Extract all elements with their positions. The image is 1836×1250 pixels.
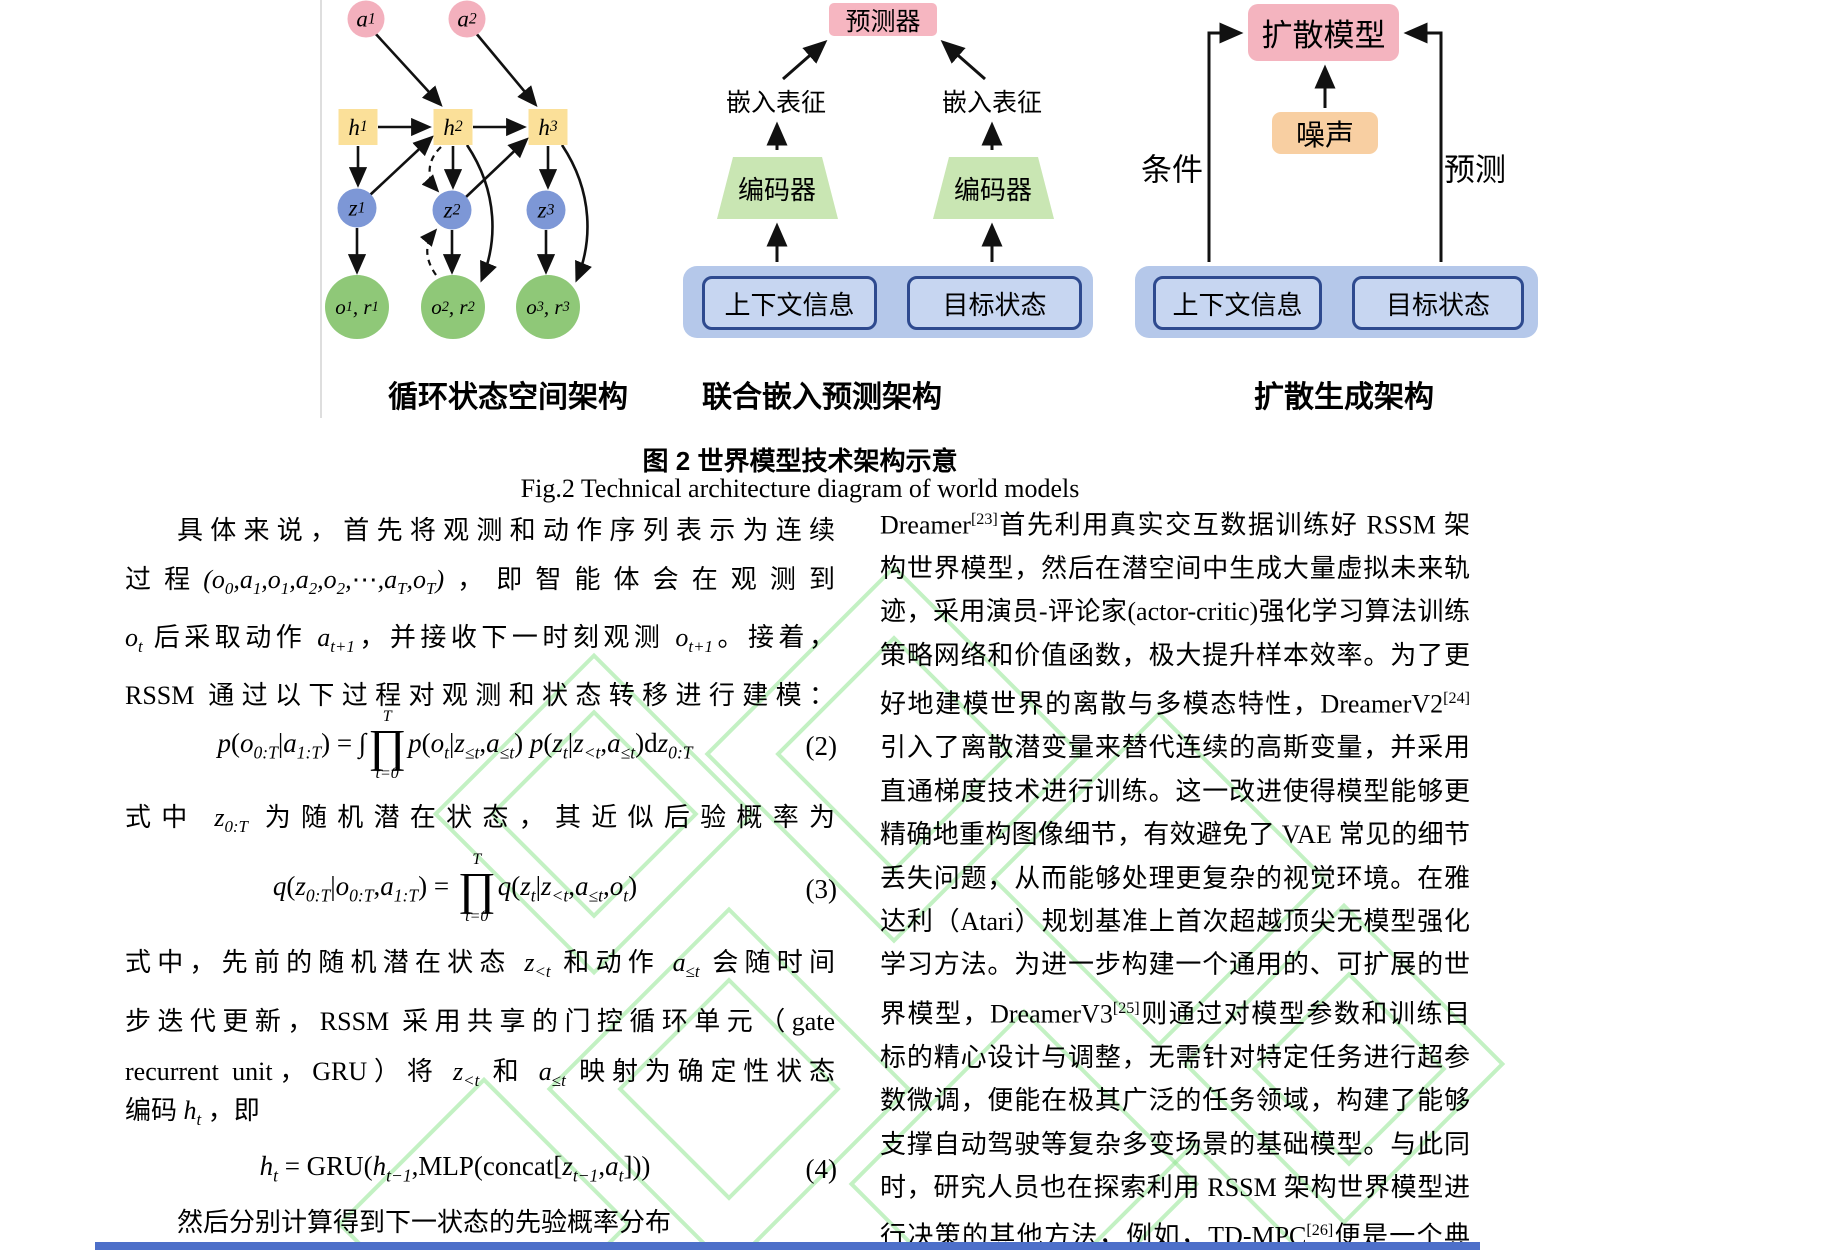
text-line: 编码 ht ，即 xyxy=(125,1096,260,1130)
text-line: Dreamer[23]首先利用真实交互数据训练好 RSSM 架 xyxy=(880,510,1470,540)
equation-4-number: (4) xyxy=(805,1153,837,1184)
text-line: ot 后采取动作 at+1，并接收下一时刻观测 ot+1。接着， xyxy=(125,623,835,657)
text-line: 式中，先前的随机潜在状态 z<t 和动作 a≤t 会随时间 xyxy=(125,948,835,982)
diffusion-context-box: 上下文信息 xyxy=(1153,276,1322,330)
jepa-predictor-box: 预测器 xyxy=(829,3,937,36)
text-line: 丢失问题，从而能够处理更复杂的视觉环境。在雅 xyxy=(880,863,1470,893)
text-line: 步迭代更新，RSSM 采用共享的门控循环单元（gate xyxy=(125,1007,835,1037)
text-line: 过程(o0,a1,o1,a2,o2,⋯,aT,oT)，即智能体会在观测到 xyxy=(125,565,835,599)
rssm-caption: 循环状态空间架构 xyxy=(388,381,628,414)
rssm-dashed-arrows xyxy=(419,146,442,276)
jepa-context-box: 上下文信息 xyxy=(702,276,877,330)
diffusion-noise-box: 噪声 xyxy=(1272,112,1378,154)
jepa-target-box: 目标状态 xyxy=(907,276,1082,330)
diffusion-arrows xyxy=(1207,22,1443,262)
equation-3-number: (3) xyxy=(805,873,837,904)
text-line: 策略网络和价值函数，极大提升样本效率。为了更 xyxy=(880,640,1470,670)
right-column: Dreamer[23]首先利用真实交互数据训练好 RSSM 架构世界模型，然后在… xyxy=(880,498,1470,1250)
text-line: RSSM 通过以下过程对观测和状态转移进行建模： xyxy=(125,681,835,711)
diffusion-caption: 扩散生成架构 xyxy=(1254,381,1434,414)
jepa-embedding-label-right: 嵌入表征 xyxy=(941,89,1043,117)
diffusion-target-box: 目标状态 xyxy=(1352,276,1524,330)
left-paragraph-1: 具体来说，首先将观测和动作序列表示为连续过程(o0,a1,o1,a2,o2,⋯,… xyxy=(125,506,835,720)
rssm-solid-arrows xyxy=(347,31,592,283)
jepa-caption: 联合嵌入预测架构 xyxy=(702,381,942,414)
equation-4: ht = GRU(ht−1,MLP(concat[zt−1,at])) (4) xyxy=(125,1140,837,1198)
left-paragraph-2: 式中 z0:T 为随机潜在状态，其近似后验概率为 xyxy=(125,795,835,850)
text-line: 学习方法。为进一步构建一个通用的、可扩展的世 xyxy=(880,950,1470,980)
text-line: 支撑自动驾驶等复杂多变场景的基础模型。与此同 xyxy=(880,1129,1470,1159)
text-line: 界模型，DreamerV3[25]则通过对模型参数和训练目 xyxy=(880,999,1470,1029)
bottom-blue-bar xyxy=(95,1242,1480,1250)
text-line: 精确地重构图像细节，有效避免了 VAE 常见的细节 xyxy=(880,820,1470,850)
jepa-arrows xyxy=(766,40,1003,262)
jepa-encoder-right: 编码器 xyxy=(932,157,1055,219)
diffusion-prediction-label: 预测 xyxy=(1444,152,1506,188)
text-line: 好地建模世界的离散与多模态特性，DreamerV2[24] xyxy=(880,689,1470,719)
text-line: 迹，采用演员-评论家(actor-critic)强化学习算法训练 xyxy=(880,597,1470,627)
text-line: recurrent unit，GRU）将 z<t 和 a≤t 映射为确定性状态 xyxy=(125,1057,835,1091)
text-line: 构世界模型，然后在潜空间中生成大量虚拟未来轨 xyxy=(880,554,1470,584)
jepa-encoder-left: 编码器 xyxy=(716,157,839,219)
figure-guide-line xyxy=(320,0,322,418)
text-line: 然后分别计算得到下一状态的先验概率分布 xyxy=(177,1208,672,1237)
text-line: 式中 z0:T 为随机潜在状态，其近似后验概率为 xyxy=(125,803,835,837)
left-paragraph-3: 式中，先前的随机潜在状态 z<t 和动作 a≤t 会随时间步迭代更新，RSSM … xyxy=(125,938,835,1106)
left-paragraph-4: 然后分别计算得到下一状态的先验概率分布 xyxy=(125,1200,835,1246)
figure-caption-zh: 图 2 世界模型技术架构示意 xyxy=(642,446,958,476)
left-paragraph-3b: 编码 ht ，即 xyxy=(125,1088,835,1143)
diffusion-condition-label: 条件 xyxy=(1141,152,1203,188)
jepa-embedding-label-left: 嵌入表征 xyxy=(725,89,827,117)
figure-caption-en: Fig.2 Technical architecture diagram of … xyxy=(520,474,1080,503)
diffusion-model-box: 扩散模型 xyxy=(1248,4,1399,61)
text-line: 具体来说，首先将观测和动作序列表示为连续 xyxy=(177,516,835,545)
equation-2-number: (2) xyxy=(805,730,837,761)
text-line: 直通梯度技术进行训练。这一改进使得模型能够更 xyxy=(880,776,1470,806)
equation-4-body: ht = GRU(ht−1,MLP(concat[zt−1,at])) xyxy=(259,1151,651,1186)
text-line: 数微调，便能在极其广泛的任务领域，构建了能够 xyxy=(880,1086,1470,1116)
text-line: 标的精心设计与调整，无需针对特定任务进行超参 xyxy=(880,1042,1470,1072)
text-line: 达利（Atari）规划基准上首次超越顶尖无模型强化 xyxy=(880,906,1470,936)
text-line: 时，研究人员也在探索利用 RSSM 架构世界模型进 xyxy=(880,1173,1470,1203)
figure-arrows xyxy=(347,22,1443,283)
text-line: 引入了离散潜变量来替代连续的高斯变量，并采用 xyxy=(880,733,1470,763)
